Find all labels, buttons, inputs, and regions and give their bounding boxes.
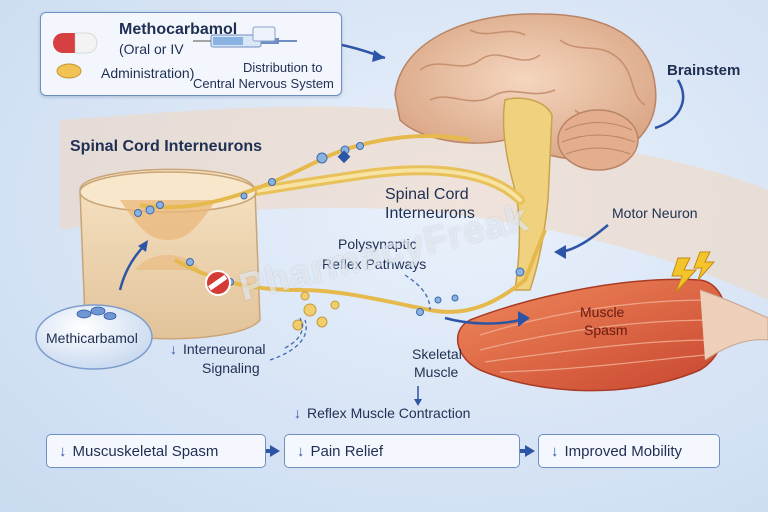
upper-nerve-diamond [337, 150, 351, 164]
outcome-label: Muscuskeletal Spasm [72, 443, 219, 460]
skeletal-label-2: Muscle [414, 364, 459, 380]
outcome-box-spasm: ↓ Muscuskeletal Spasm [46, 434, 266, 468]
lower-nerve-nodes [292, 291, 340, 331]
route-line-2: Administration) [101, 65, 195, 81]
down-arrow-icon: ↓ [294, 405, 301, 421]
cerebellum [557, 109, 639, 171]
lower-nerve [174, 229, 547, 314]
outcome-box-mobility: ↓ Improved Mobility [538, 434, 720, 468]
distribution-line-2: Central Nervous System [193, 76, 334, 91]
muscle-spasm-label-2: Spasm [584, 322, 628, 338]
arrowheads [138, 50, 566, 327]
down-arrow-icon: ↓ [551, 443, 559, 460]
methocarbamol-bubble-shape [35, 304, 153, 370]
reflex-contraction-label: ↓ Reflex Muscle Contraction [294, 405, 470, 422]
pill-icons [53, 32, 98, 79]
drug-administration-box: Methocarbamol (Oral or IV Administration… [40, 12, 342, 96]
skeletal-label-1: Skeletal [412, 346, 462, 362]
down-arrow-icon: ↓ [59, 443, 67, 460]
distribution-line-1: Distribution to [243, 60, 323, 75]
muscle-fibers [479, 299, 716, 373]
interneuronal-label-2: Signaling [202, 360, 260, 376]
outcome-label: Pain Relief [310, 443, 384, 460]
reflex-contraction-text: Reflex Muscle Contraction [307, 405, 471, 421]
dashed-lines [269, 274, 431, 361]
outcome-arrows [270, 445, 535, 457]
outcome-box-pain: ↓ Pain Relief [284, 434, 520, 468]
vesicles [186, 258, 525, 316]
methocarbamol-bubble-label: Methicarbamol [46, 330, 138, 346]
spinal-interneurons-mid-label-1: Spinal Cord [385, 186, 469, 203]
motor-neuron-label: Motor Neuron [612, 205, 698, 221]
lightning-icon [671, 251, 716, 293]
polysynaptic-label-2: Reflex Pathways [322, 256, 427, 272]
cerebellum-lines [561, 122, 636, 155]
muscle [456, 278, 727, 392]
muscle-spasm-label-1: Muscle [580, 304, 625, 320]
tendon [699, 289, 768, 361]
spinal-interneurons-mid-label-2: Interneurons [385, 205, 475, 222]
bubble-pills [76, 306, 117, 320]
drug-name: Methocarbamol [119, 21, 238, 38]
interneuronal-label-1: ↓ Interneuronal [170, 341, 266, 358]
spinal-interneurons-top-label: Spinal Cord Interneurons [70, 138, 263, 155]
route-line-1: (Oral or IV [119, 41, 184, 57]
brainstem-label: Brainstem [667, 62, 741, 79]
polysynaptic-label-1: Polysynaptic [338, 236, 417, 252]
down-arrow-icon: ↓ [170, 341, 177, 357]
upper-nerve-nodes [134, 142, 364, 217]
syringe-icon [193, 26, 297, 48]
down-arrow-icon: ↓ [297, 443, 305, 460]
outcome-label: Improved Mobility [564, 443, 683, 460]
interneuronal-text: Interneuronal [183, 341, 266, 357]
